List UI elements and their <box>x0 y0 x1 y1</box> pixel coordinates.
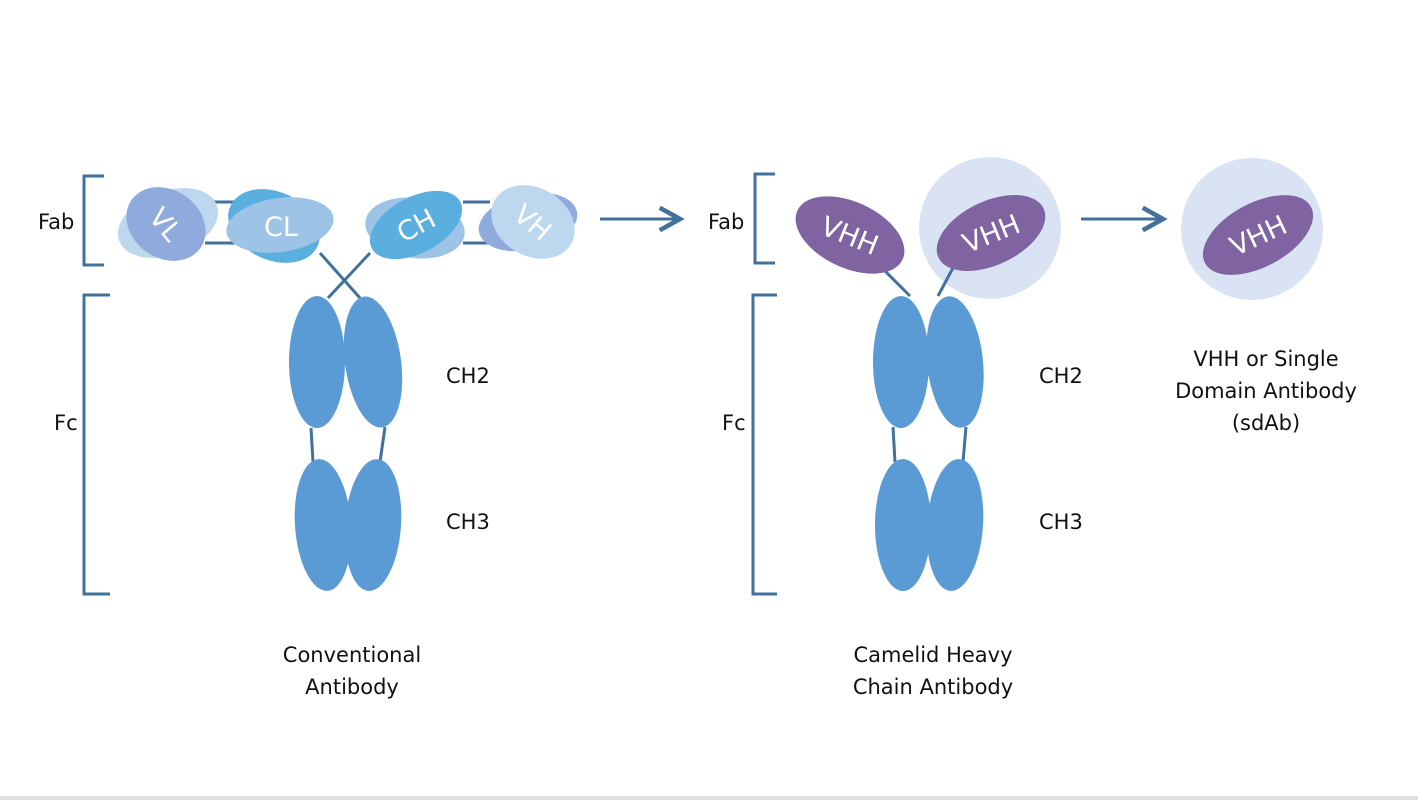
ch2-ch3-linker <box>961 426 968 463</box>
vh-domain <box>491 185 575 259</box>
hinge-linker <box>318 252 362 299</box>
ch2-label: CH2 <box>1039 364 1083 388</box>
ch2-label: CH2 <box>446 364 490 388</box>
caption-line-2: Chain Antibody <box>853 675 1013 699</box>
vl-domain <box>126 187 206 261</box>
ch2-domain-right <box>343 296 403 428</box>
hinge-linker <box>326 251 372 300</box>
ch2-domain-left <box>289 296 345 428</box>
ch3-domain-left <box>294 459 352 591</box>
vhh-domain-left <box>795 196 905 274</box>
fc-bracket <box>751 293 777 596</box>
fc-label: Fc <box>722 411 746 435</box>
ch3-domain-right <box>344 459 402 591</box>
ch3-label: CH3 <box>1039 510 1083 534</box>
single-domain-antibody: VHH VHH or Single Domain Antibody (sdAb) <box>1175 158 1357 435</box>
vhh-domain-right <box>936 195 1046 271</box>
ch-domain <box>369 190 463 260</box>
ch3-domain-right <box>926 459 984 591</box>
caption-line-3: (sdAb) <box>1232 411 1300 435</box>
ch2-domain-right <box>926 296 984 428</box>
ch3-label: CH3 <box>446 510 490 534</box>
fab-bracket <box>753 172 775 265</box>
fab-label: Fab <box>38 210 74 234</box>
fab-bracket <box>82 174 104 267</box>
camelid-antibody: Fab Fc VHH VHH CH2 CH3 Camelid Heavy Cha… <box>708 157 1083 699</box>
ch2-ch3-linker <box>891 426 897 463</box>
fab-label: Fab <box>708 210 744 234</box>
cl-label: CL <box>264 212 298 243</box>
caption-line-2: Antibody <box>305 675 399 699</box>
cl-domain <box>226 197 334 253</box>
ch3-domain-left <box>875 459 931 591</box>
ch2-ch3-linker <box>378 426 387 463</box>
caption-line-1: VHH or Single <box>1193 347 1338 371</box>
caption-line-1: Conventional <box>283 643 421 667</box>
caption-line-1: Camelid Heavy <box>853 643 1012 667</box>
bottom-edge-bar <box>0 796 1418 800</box>
ch2-domain-left <box>873 296 929 428</box>
hinge-linker <box>936 265 956 297</box>
ch2-ch3-linker <box>309 427 315 463</box>
fc-bracket <box>82 293 110 596</box>
caption-line-2: Domain Antibody <box>1175 379 1357 403</box>
vhh-domain <box>1202 195 1314 275</box>
conventional-antibody: Fab Fc VL CL CH VH CH2 CH3 <box>38 174 578 699</box>
fc-label: Fc <box>54 411 78 435</box>
